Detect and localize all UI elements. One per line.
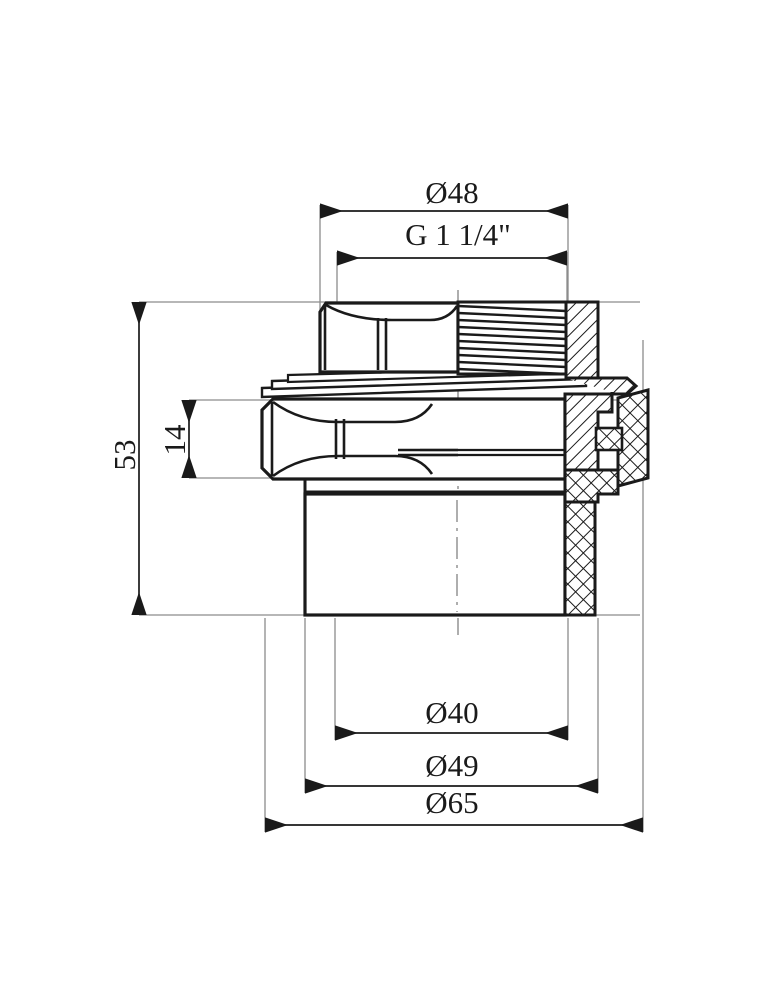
dim-label-od40: Ø40 xyxy=(425,695,478,730)
thread-plain-shank xyxy=(318,301,460,374)
part-geometry xyxy=(260,300,650,617)
dim-body-diameter: Ø49 xyxy=(305,748,598,794)
hatched-thread-flange xyxy=(563,300,639,480)
dim-label-od49: Ø49 xyxy=(425,748,478,783)
internal-bore-line xyxy=(398,448,458,457)
cross-hatched-protrusion xyxy=(563,388,650,504)
dim-label-od48: Ø48 xyxy=(425,175,478,210)
hex-nut-section xyxy=(260,397,567,494)
cylindrical-body xyxy=(303,492,567,617)
dim-thread-spec: G 1 1/4" xyxy=(337,217,567,266)
dim-flange-diameter: Ø65 xyxy=(265,785,643,833)
dim-outer-diameter-top: Ø48 xyxy=(320,175,568,219)
dim-bore-diameter: Ø40 xyxy=(335,695,568,741)
dim-total-height: 53 xyxy=(107,302,147,615)
dim-label-thread: G 1 1/4" xyxy=(405,217,511,252)
dim-label-h14: 14 xyxy=(157,424,192,456)
dim-nut-height: 14 xyxy=(157,400,197,478)
dim-label-h53: 53 xyxy=(107,440,142,471)
male-thread-section xyxy=(456,300,570,378)
dim-label-od65: Ø65 xyxy=(425,785,478,820)
